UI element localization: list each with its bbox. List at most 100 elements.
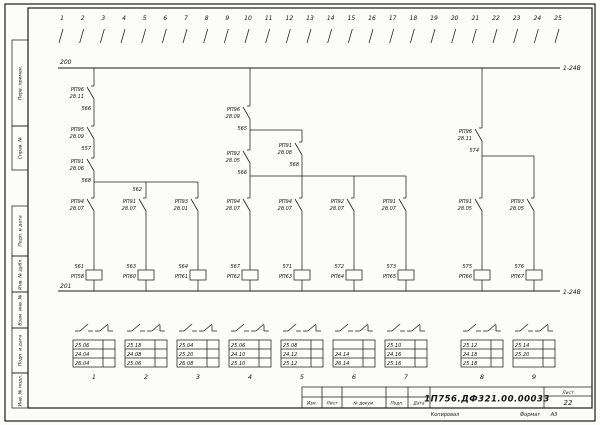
contact-glyph [359,323,369,332]
format-label: Формат [520,412,541,418]
ruler-number: 20 [451,15,459,22]
ref-table [332,339,376,368]
ruler-number: 19 [430,15,438,22]
ruler-number: 18 [410,15,418,22]
ruler-number: 24 [534,15,542,22]
coil-name-label: РП63 [279,274,292,280]
contact-ref-label: 28.07 [226,206,241,212]
ruler-tick [554,28,560,44]
contact-glyph [519,323,529,332]
ruler-tick [513,28,519,44]
ref-value: 25.12 [283,361,297,367]
coil-name-label: РП67 [511,274,525,280]
ruler-number: 7 [184,15,188,22]
ruler-number: 15 [348,15,356,22]
ruler-number: 4 [122,15,126,22]
relay-name-label: РП94 [227,199,240,205]
unit-number: 7 [404,373,409,381]
node-label: 574 [469,148,479,154]
contact-symbol [86,158,95,172]
margin-stamp-label: Инв. № дубл. [18,258,24,289]
coil-number-label: 573 [386,264,396,270]
coil-symbol [345,269,363,281]
contact-ref-label: 28.09 [70,134,84,140]
ruler-tick [327,28,333,44]
bus-201-voltage-label: 1-24В [563,289,581,296]
contact-ref-label: 28.09 [226,114,240,120]
contact-glyph [151,323,161,332]
ruler-number: 8 [205,15,209,22]
coil-symbol [525,269,543,281]
ruler-tick [471,28,477,44]
contact-symbol [294,198,303,212]
relay-name-label: РП92 [331,199,344,205]
titleblock: Изм. Лист № докум. Подп. Дата 1П756.ДФ32… [301,386,593,418]
ruler-tick [141,28,147,44]
ref-table [280,339,324,368]
unit-number: 3 [196,373,200,381]
coil-symbol [293,269,311,281]
coil-number-label: 564 [178,264,188,270]
contact-glyph [183,323,193,332]
sheet-label: Лист [561,390,574,396]
ref-value: 24.14 [335,352,349,358]
relay-name-label: РП96 [459,129,472,135]
coil-name-label: РП61 [175,274,188,280]
contact-symbol [474,198,483,212]
ruler-tick [182,28,188,44]
margin-stamp-label: Подп. и дата [18,335,24,366]
ruler-number: 5 [143,15,147,22]
margin-stamp-label: Справ. № [18,137,24,160]
document-number: 1П756.ДФ321.00.00033 [424,395,550,405]
unit-number: 9 [532,373,536,381]
contact-glyph [467,323,477,332]
bus-200-voltage-label: 1-24В [563,65,581,72]
ref-table [124,339,168,368]
coil-symbol [85,269,103,281]
ruler-number: 12 [286,15,294,22]
contact-symbol [526,198,535,212]
unit-number: 2 [144,373,148,381]
ref-value: 25.20 [515,352,529,358]
coil-number-label: 575 [462,264,472,270]
contact-symbol [294,142,303,156]
ruler-tick [161,28,167,44]
relay-name-label: РП96 [227,107,240,113]
node-label: 566 [81,106,91,112]
node-label: 562 [132,187,142,193]
contact-symbol [242,198,251,212]
ruler-tick [79,28,85,44]
coil-number-label: 576 [514,264,524,270]
titleblock-col-izm: Изм. [307,401,317,407]
contact-symbol [242,106,251,120]
contact-ref-label: 28.07 [382,206,397,212]
format-value: А3 [550,412,558,418]
unit-number: 6 [352,373,356,381]
ruler-number: 11 [265,15,273,22]
ref-value: 25.14 [515,343,529,349]
relay-name-label: РП92 [227,151,240,157]
relay-name-label: РП93 [511,199,524,205]
ruler-tick [451,28,457,44]
coil-name-label: РП64 [331,274,344,280]
contact-glyph [287,323,297,332]
contact-symbol [398,198,407,212]
ruler-number: 3 [101,15,105,22]
relay-name-label: РП91 [71,159,84,165]
relay-name-label: РП94 [279,199,292,205]
contact-symbol [86,86,95,100]
ruler-tick [99,28,105,44]
ref-table [512,339,556,368]
contact-glyph [391,323,401,332]
titleblock-col-docnum: № докум. [352,401,374,407]
ruler-tick [265,28,271,44]
node-label: 565 [237,126,247,132]
coil-name-label: РП66 [459,274,472,280]
ref-value: 25.12 [463,343,477,349]
contact-ref-label: 28.05 [226,158,240,164]
relay-name-label: РП96 [71,87,84,93]
contact-glyph [339,323,349,332]
bus-200-number-label: 200 [60,59,72,66]
coil-symbol [241,269,259,281]
